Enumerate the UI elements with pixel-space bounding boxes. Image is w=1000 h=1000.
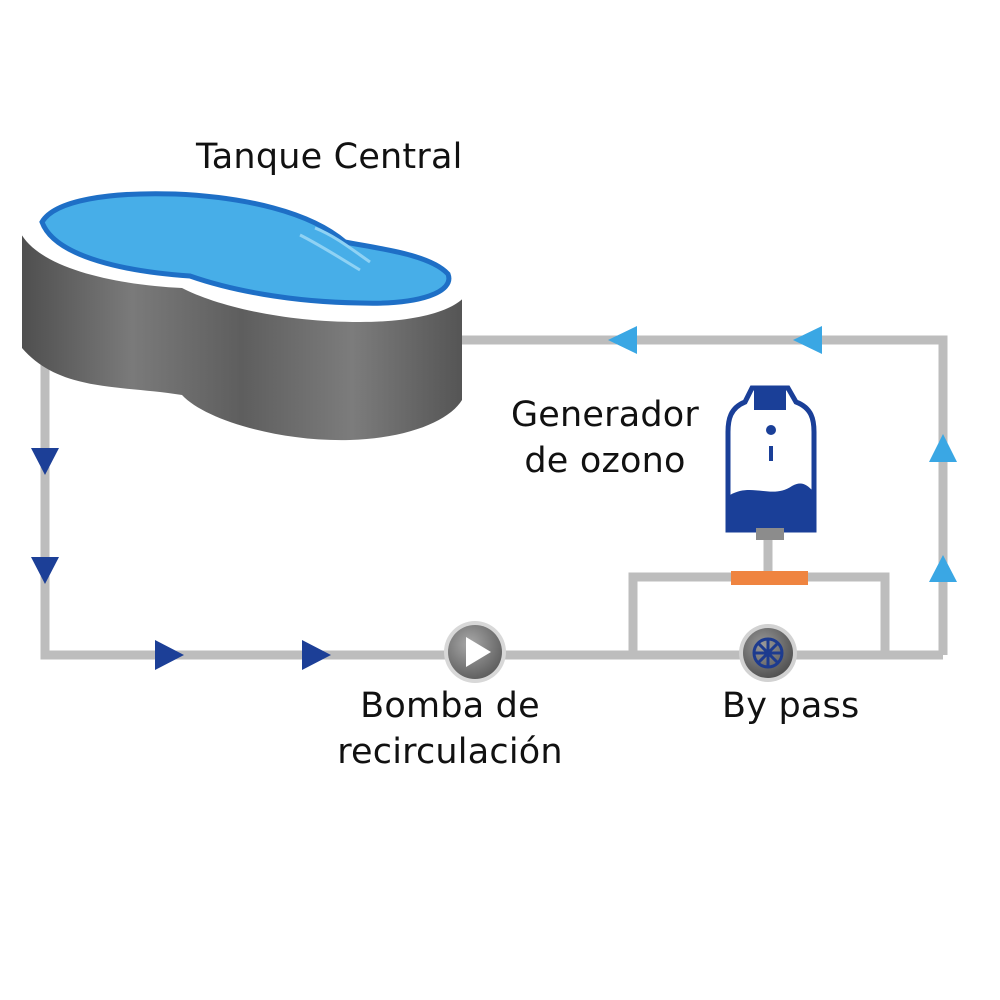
ozone-generator-icon xyxy=(725,385,817,540)
ozone-generator-label: Generador de ozono xyxy=(490,392,720,484)
play-pump-icon xyxy=(444,621,506,683)
generator-indicator xyxy=(766,425,776,435)
flow-arrows-light xyxy=(608,326,957,582)
flow-arrows-dark xyxy=(31,448,331,670)
ozone-generator-label-line1: Generador xyxy=(510,395,700,435)
triangle-arrow-icon xyxy=(155,640,184,670)
generator-slot xyxy=(769,446,773,461)
bypass-label: By pass xyxy=(722,686,860,726)
pump-label: Bomba de recirculación xyxy=(290,683,610,775)
tank-wall xyxy=(22,232,462,441)
return-pipe xyxy=(455,335,948,655)
generator-cap xyxy=(754,390,786,410)
valve-wheel-icon xyxy=(739,624,797,682)
triangle-arrow-icon xyxy=(31,557,59,584)
pool-tank-icon xyxy=(20,181,470,441)
ozone-injection-valve xyxy=(731,571,808,585)
generator-base xyxy=(756,528,784,540)
triangle-arrow-icon xyxy=(31,448,59,475)
pump-label-line2: recirculación xyxy=(337,732,563,772)
triangle-arrow-icon xyxy=(302,640,331,670)
generator-fill-level xyxy=(730,483,812,528)
triangle-arrow-icon xyxy=(608,326,637,354)
triangle-arrow-icon xyxy=(929,555,957,582)
pump-label-line1: Bomba de xyxy=(360,686,540,726)
triangle-arrow-icon xyxy=(929,434,957,462)
tank-water xyxy=(39,191,452,306)
ozone-generator-label-line2: de ozono xyxy=(524,441,686,481)
tank-label: Tanque Central xyxy=(196,137,463,177)
water-highlight xyxy=(299,226,371,272)
triangle-arrow-icon xyxy=(793,326,822,354)
